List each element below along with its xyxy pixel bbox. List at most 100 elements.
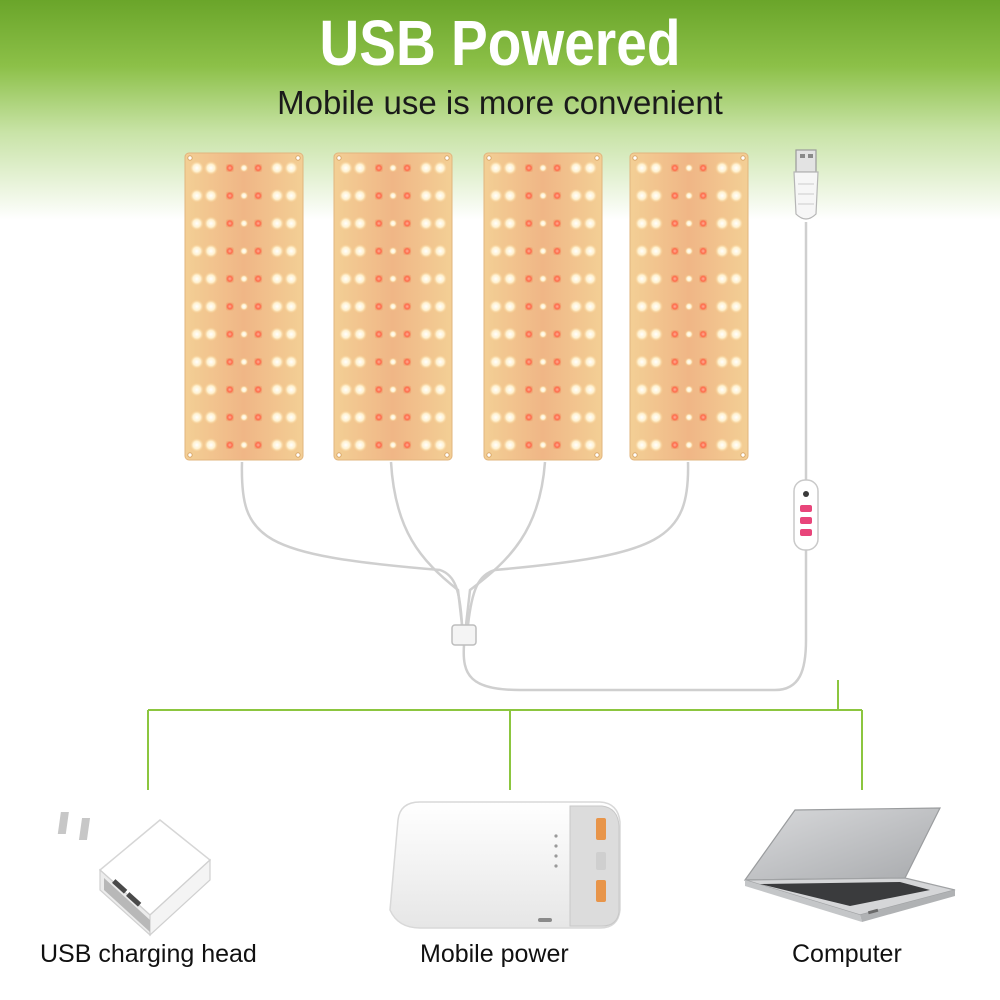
led-chip — [715, 216, 730, 231]
led-chip — [189, 410, 204, 425]
led-chip — [488, 244, 503, 259]
caption-usb-charging-head: USB charging head — [40, 940, 257, 968]
led-chip — [419, 410, 434, 425]
led-chip — [203, 188, 218, 203]
led-chip — [389, 164, 397, 172]
led-chip — [389, 385, 397, 394]
led-chip — [648, 438, 663, 452]
led-chip — [648, 188, 663, 203]
led-chip — [419, 354, 434, 369]
led-chip — [338, 438, 353, 452]
led-chip — [225, 219, 234, 228]
led-chip — [569, 216, 584, 231]
led-chip — [203, 354, 218, 369]
led-chip — [419, 161, 434, 175]
led-chip — [524, 330, 533, 339]
led-chip — [539, 385, 547, 394]
laptop-computer-icon — [743, 807, 956, 922]
led-chip — [583, 354, 598, 369]
led-chip — [338, 271, 353, 286]
led-chip — [539, 219, 547, 228]
led-chip — [502, 188, 517, 203]
led-chip — [389, 441, 397, 449]
led-chip — [502, 216, 517, 231]
led-chip — [670, 274, 679, 283]
led-chip — [553, 219, 562, 228]
led-chip — [583, 410, 598, 425]
led-chip — [338, 244, 353, 259]
led-chip — [583, 161, 598, 175]
led-chip — [685, 330, 693, 339]
led-chip — [389, 302, 397, 311]
led-chip — [240, 357, 248, 366]
led-chip — [352, 327, 367, 342]
led-chip — [569, 438, 584, 452]
led-chip — [729, 354, 744, 369]
led-chip — [284, 382, 299, 397]
led-chip — [374, 302, 383, 311]
led-chip — [284, 327, 299, 342]
led-chip — [203, 410, 218, 425]
led-chip — [553, 357, 562, 366]
led-chip — [583, 382, 598, 397]
led-chip — [254, 191, 263, 200]
led-chip — [553, 274, 562, 283]
led-chip — [225, 274, 234, 283]
page-subtitle: Mobile use is more convenient — [277, 84, 723, 121]
led-chip — [488, 299, 503, 314]
dimmer-button-3[interactable] — [800, 529, 812, 536]
led-chip — [254, 330, 263, 339]
led-chip — [583, 271, 598, 286]
led-chip — [225, 164, 234, 172]
inline-dimmer-switch[interactable] — [793, 479, 819, 551]
led-chip — [352, 271, 367, 286]
led-chip — [715, 244, 730, 259]
led-chip — [729, 410, 744, 425]
led-chip — [433, 382, 448, 397]
led-chip — [419, 188, 434, 203]
led-chip — [553, 385, 562, 394]
led-chip — [524, 302, 533, 311]
led-chip — [502, 410, 517, 425]
led-chip — [189, 271, 204, 286]
dimmer-button-2[interactable] — [800, 517, 812, 524]
led-chip — [189, 161, 204, 175]
led-chip — [685, 413, 693, 422]
led-chip — [539, 191, 547, 200]
led-chip — [715, 299, 730, 314]
led-chip — [488, 382, 503, 397]
led-chip — [284, 161, 299, 175]
led-chip — [634, 382, 649, 397]
led-chip — [569, 244, 584, 259]
led-chip — [569, 354, 584, 369]
led-chip — [225, 413, 234, 422]
led-chip — [240, 441, 248, 449]
led-chip — [729, 216, 744, 231]
led-chip — [583, 438, 598, 452]
led-chip — [240, 164, 248, 172]
led-chip — [284, 438, 299, 452]
led-chip — [634, 299, 649, 314]
led-chip — [389, 357, 397, 366]
led-chip — [352, 299, 367, 314]
led-chip — [699, 441, 708, 449]
led-chip — [569, 410, 584, 425]
led-chip — [403, 219, 412, 228]
led-chip — [539, 357, 547, 366]
led-chip — [389, 413, 397, 422]
led-chip — [524, 164, 533, 172]
led-chip — [254, 413, 263, 422]
led-chip — [670, 191, 679, 200]
led-chip — [225, 385, 234, 394]
led-chip — [352, 354, 367, 369]
led-chip — [685, 164, 693, 172]
led-chip — [539, 274, 547, 283]
led-chip — [374, 413, 383, 422]
led-chip — [374, 441, 383, 449]
led-chip — [583, 327, 598, 342]
led-chip — [240, 191, 248, 200]
led-chip — [524, 385, 533, 394]
led-chip — [433, 216, 448, 231]
led-chip — [270, 244, 285, 259]
dimmer-button-1[interactable] — [800, 505, 812, 512]
